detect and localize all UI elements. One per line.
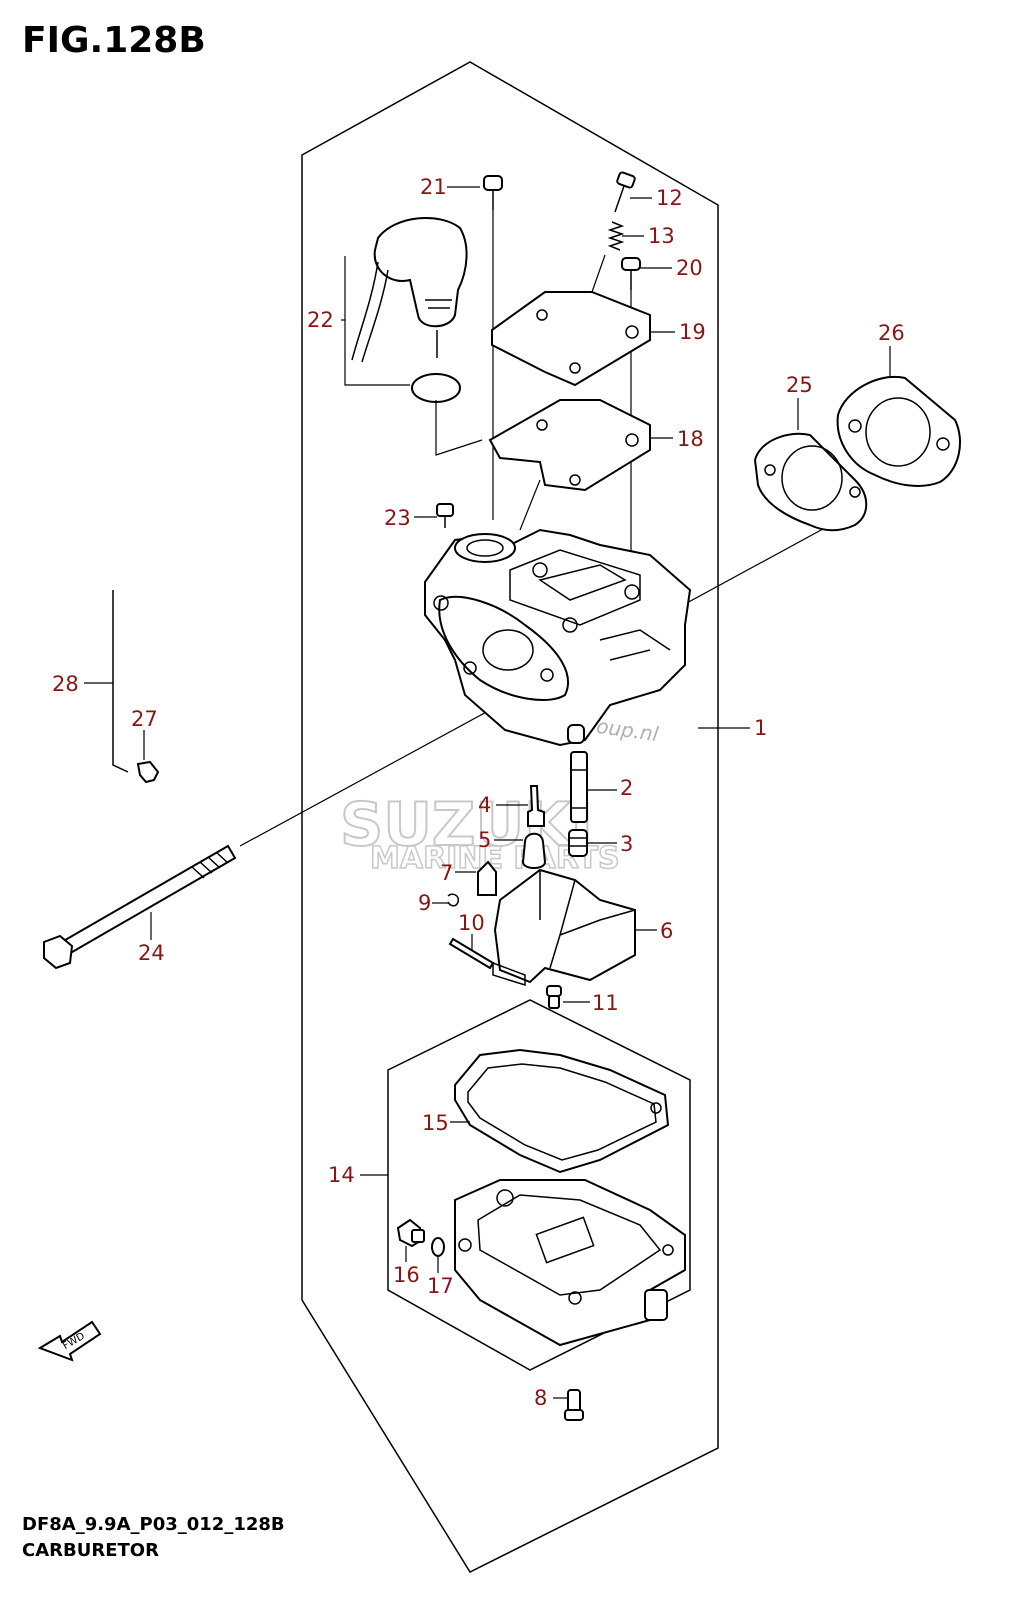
callout-11: 11 [592,991,619,1015]
callout-25: 25 [786,373,813,397]
part-23-screw [436,503,454,528]
part-2-jet [570,751,588,823]
part-8-screw [564,1389,584,1421]
callout-1: 1 [754,716,767,740]
part-27-clip [136,760,160,784]
part-5-jet [521,832,547,869]
fwd-arrow: FWD [37,1320,102,1362]
callout-21: 21 [420,175,447,199]
callout-4: 4 [478,793,491,817]
part-12-screw [614,171,636,213]
part-16-drain-plug [396,1218,425,1248]
callout-13: 13 [648,224,675,248]
callout-7: 7 [440,861,453,885]
callout-6: 6 [660,919,673,943]
callout-27: 27 [131,707,158,731]
callout-14: 14 [328,1163,355,1187]
part-22-solenoid [344,216,468,403]
callout-24: 24 [138,941,165,965]
callout-8: 8 [534,1386,547,1410]
part-6-float [492,868,636,987]
callout-leaders [341,186,675,518]
figure-name: CARBURETOR [22,1540,159,1561]
part-1-carburetor-body [424,528,692,747]
callout-12: 12 [656,186,683,210]
watermark-brand: SUZUKI [340,790,593,860]
callout-2: 2 [620,776,633,800]
callout-19: 19 [679,320,706,344]
callout-18: 18 [677,427,704,451]
part-4-screw [527,785,545,827]
part-26-flange [836,375,961,487]
callout-23: 23 [384,506,411,530]
lead-18-body [519,479,541,531]
assembly-boundary [301,61,719,1573]
part-17-washer [431,1237,445,1257]
part-13-spring [591,221,625,293]
part-7-needle-valve [477,860,497,896]
part-25-gasket [753,432,868,532]
callout-17: 17 [427,1274,454,1298]
callout-16: 16 [393,1263,420,1287]
part-24-bolt [43,844,237,970]
part-11-screw [546,985,562,1009]
part-3-jet [568,829,588,857]
lead-22-body [435,400,483,456]
callout-5: 5 [478,828,491,852]
callout-15: 15 [422,1111,449,1135]
callout-10: 10 [458,911,485,935]
float-chamber-boundary [387,999,691,1371]
callout-22: 22 [307,308,334,332]
callout-3: 3 [620,832,633,856]
figure-title: FIG.128B [22,20,206,61]
callout-26: 26 [878,321,905,345]
part-14-float-chamber [454,1179,686,1347]
callout-labels: 1 2 3 4 5 6 7 8 9 10 11 12 13 14 15 16 1… [52,175,905,1410]
callout-28: 28 [52,672,79,696]
part-21-screw [483,175,503,520]
figure-code: DF8A_9.9A_P03_012_128B [22,1514,285,1535]
part-9-clip [447,893,460,907]
part-28-wire [112,590,129,773]
part-19-cover [491,291,651,387]
part-15-gasket [454,1048,670,1174]
callout-20: 20 [676,256,703,280]
part-18-gasket [488,399,651,492]
callout-9: 9 [418,891,431,915]
